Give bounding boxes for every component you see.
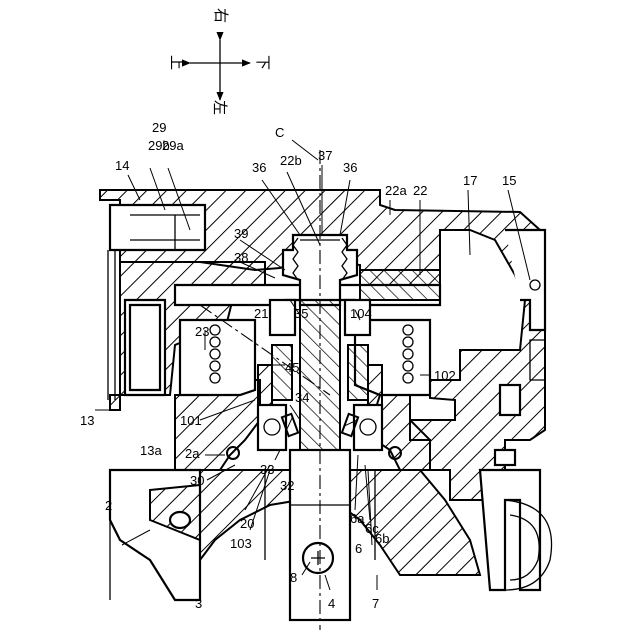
label-6a: 6a <box>350 511 365 526</box>
label-8: 8 <box>290 570 297 585</box>
label-21: 21 <box>254 306 268 321</box>
label-2a: 2a <box>185 446 200 461</box>
label-36-right: 36 <box>343 160 357 175</box>
label-33: 33 <box>260 462 274 477</box>
label-102: 102 <box>434 368 456 383</box>
label-32: 32 <box>280 478 294 493</box>
label-36-left: 36 <box>252 160 266 175</box>
direction-up: 上 <box>168 55 186 70</box>
direction-down: 下 <box>254 55 272 70</box>
label-6b: 6b <box>375 531 389 546</box>
label-101: 101 <box>180 413 202 428</box>
label-15: 15 <box>502 173 516 188</box>
label-30: 30 <box>190 473 204 488</box>
label-39: 39 <box>234 226 248 241</box>
label-14: 14 <box>115 158 129 173</box>
label-17: 17 <box>463 173 477 188</box>
label-103: 103 <box>230 536 252 551</box>
label-C: C <box>275 125 284 140</box>
label-22: 22 <box>413 183 427 198</box>
label-22a: 22a <box>385 183 407 198</box>
label-29a: 29a <box>162 138 184 153</box>
label-3: 3 <box>195 596 202 611</box>
label-29: 29 <box>152 120 166 135</box>
left-lower-parts <box>110 470 200 600</box>
label-22b: 22b <box>280 153 302 168</box>
direction-right: 右 <box>212 8 230 23</box>
direction-indicator: 右 上 下 左 <box>168 8 272 115</box>
label-34: 34 <box>295 390 309 405</box>
label-13: 13 <box>80 413 94 428</box>
label-13a: 13a <box>140 443 162 458</box>
label-45: 45 <box>285 360 299 375</box>
label-2: 2 <box>105 498 112 513</box>
label-23: 23 <box>195 324 209 339</box>
label-7: 7 <box>372 596 379 611</box>
label-104: 104 <box>350 306 372 321</box>
label-6: 6 <box>355 541 362 556</box>
label-4: 4 <box>328 596 335 611</box>
label-35: 35 <box>294 306 308 321</box>
direction-left: 左 <box>211 100 229 115</box>
label-38: 38 <box>234 250 248 265</box>
label-37: 37 <box>318 148 332 163</box>
label-20: 20 <box>240 516 254 531</box>
